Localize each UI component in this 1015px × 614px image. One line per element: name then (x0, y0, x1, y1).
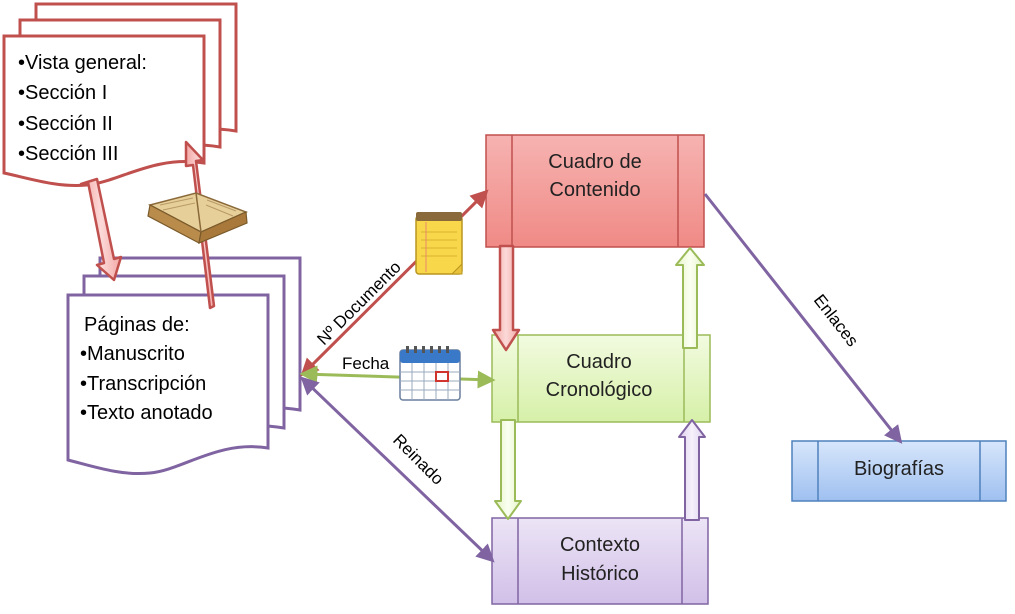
pages-doc-line-4: •Texto anotado (80, 402, 213, 424)
box-cuadro-contenido: Cuadro de Contenido (485, 134, 705, 248)
top-doc-line-1: •Vista general: (18, 52, 147, 74)
top-doc-line-3: •Sección II (18, 113, 113, 135)
contenido-line-1: Cuadro de (548, 151, 641, 173)
label-enlaces: Enlaces (810, 291, 862, 350)
contexto-line-2: Histórico (561, 563, 639, 585)
arrow-top-to-pages (79, 177, 123, 282)
arrow-contenido-to-cronologico (491, 244, 521, 352)
arrow-cronologico-to-contexto (494, 419, 522, 520)
label-fecha: Fecha (342, 354, 390, 373)
book-icon (147, 192, 248, 244)
box-cuadro-cronologico: Cuadro Cronológico (491, 334, 711, 423)
connector-enlaces (703, 193, 903, 444)
pages-doc-line-3: •Transcripción (80, 373, 206, 395)
top-doc-line-4: •Sección III (18, 143, 118, 165)
connector-fecha (299, 365, 496, 389)
cronologico-line-1: Cuadro (566, 351, 632, 373)
notepad-icon (415, 212, 463, 275)
arrow-contexto-to-cronologico (678, 419, 706, 521)
contexto-line-1: Contexto (560, 534, 640, 556)
pages-doc-line-1: Páginas de: (84, 314, 190, 336)
cronologico-line-2: Cronológico (546, 379, 653, 401)
biografias-label: Biografías (854, 458, 944, 480)
contenido-line-2: Contenido (549, 179, 640, 201)
connector-reinado (300, 376, 495, 563)
arrow-cronologico-to-contenido (675, 247, 705, 349)
label-reinado: Reinado (389, 430, 447, 488)
label-documento: Nº Documento (313, 258, 404, 349)
arrow-pages-to-top (184, 140, 216, 310)
top-document-stack: •Vista general: •Sección I •Sección II •… (2, 2, 238, 188)
box-contexto-historico: Contexto Histórico (491, 517, 709, 605)
top-doc-line-2: •Sección I (18, 82, 107, 104)
calendar-icon (399, 346, 461, 401)
pages-document-stack: Páginas de: •Manuscrito •Transcripción •… (66, 256, 302, 476)
box-biografias: Biografías (791, 440, 1007, 502)
pages-doc-line-2: •Manuscrito (80, 343, 185, 365)
